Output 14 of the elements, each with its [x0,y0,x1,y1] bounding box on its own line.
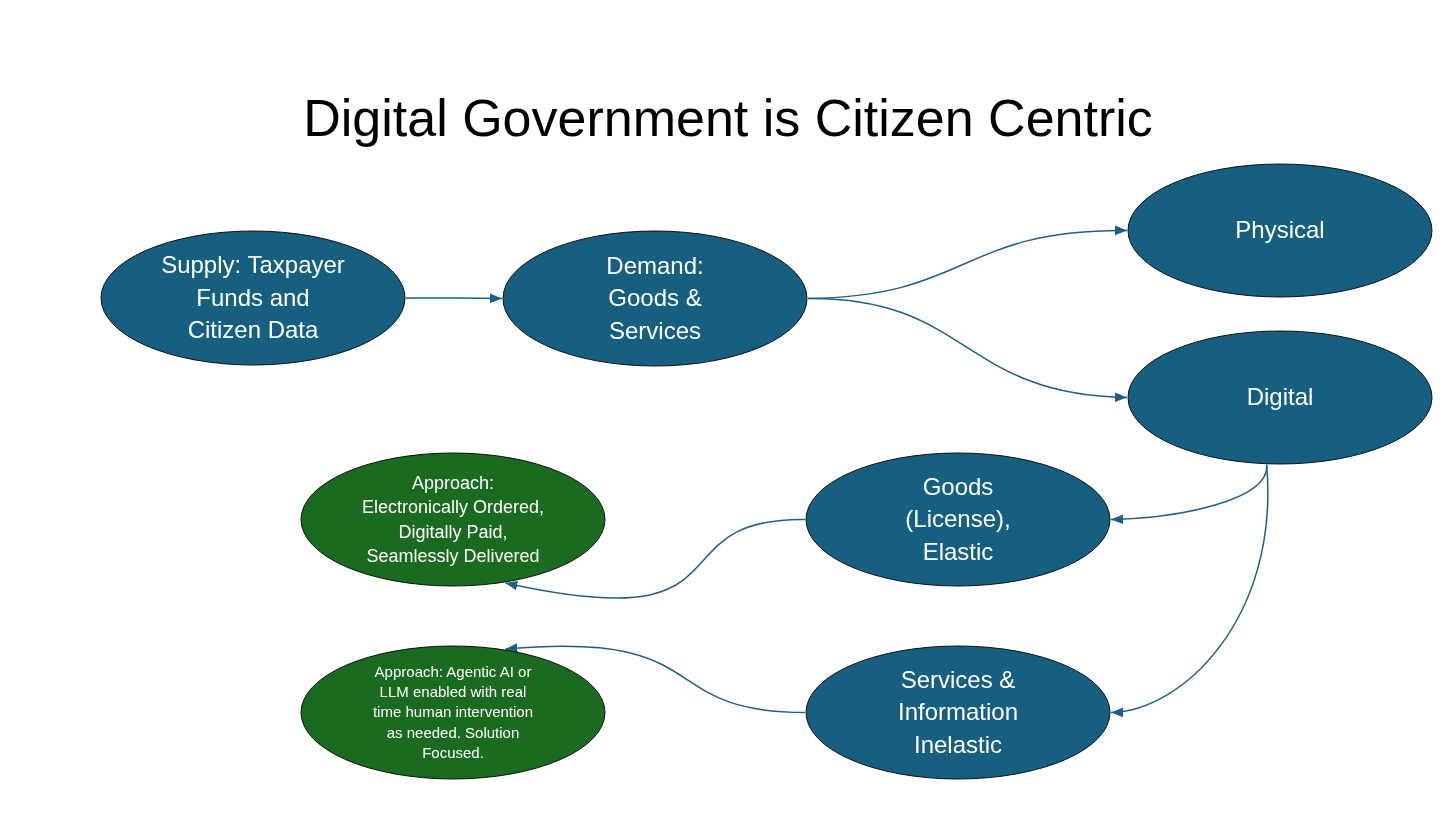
node-label: Services & Information Inelastic [896,664,1020,760]
arrow [405,293,503,304]
node-label: Supply: Taxpayer Funds and Citizen Data [160,250,346,346]
node-label: Approach: Electronically Ordered, Digitally Paid, Seamlessly Delivered [360,471,546,568]
node-label: Goods (License), Elastic [904,471,1012,567]
arrow [1110,464,1269,716]
arrow [504,643,806,714]
node-label: Approach: Agentic AI or LLM enabled with real time human intervention as needed. Solution Focused. [371,661,535,763]
node-label: Physical [1235,215,1325,246]
arrow [807,297,1128,402]
title: Digital Government is Citizen Centric [303,88,1153,148]
arrow [504,518,806,599]
node-label: Demand: Goods & Services [605,250,705,346]
node-label: Digital [1246,382,1314,413]
